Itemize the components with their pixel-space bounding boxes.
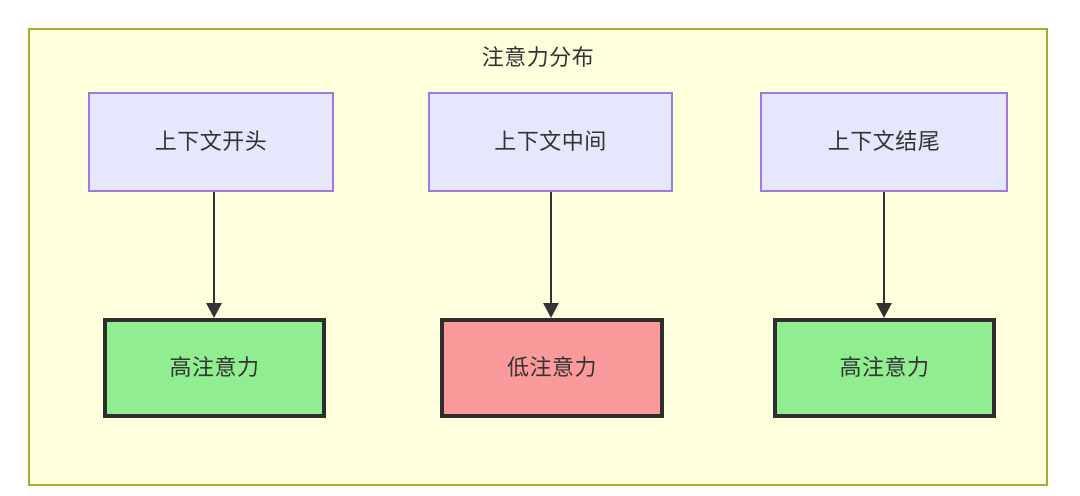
node-high-attention-end[interactable]: 高注意力 (773, 318, 996, 418)
node-high-attention-start[interactable]: 高注意力 (103, 318, 326, 418)
node-low-attention-middle[interactable]: 低注意力 (440, 318, 664, 418)
node-context-end[interactable]: 上下文结尾 (760, 92, 1008, 192)
node-context-middle[interactable]: 上下文中间 (428, 92, 673, 192)
node-context-start[interactable]: 上下文开头 (88, 92, 334, 192)
subgraph-title: 注意力分布 (481, 45, 595, 70)
